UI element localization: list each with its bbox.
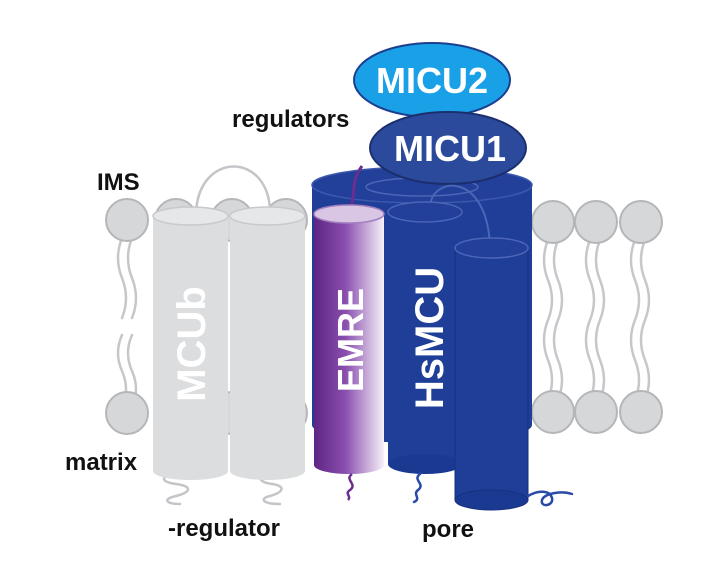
micu1-label: MICU1 [394,128,506,169]
lipid-heads-right [531,200,663,434]
pore-label: pore [422,516,474,543]
regulators-label: regulators [232,106,349,133]
hsmcu-label: HsMCU [408,267,452,409]
neg-regulator-label: -regulator [168,515,280,542]
matrix-label: matrix [65,449,138,476]
hsmcu-tails [412,472,574,507]
hsmcu-helix-front [387,201,463,474]
emre-helix [313,204,385,474]
mcub-helix-2 [229,206,306,480]
hsmcu-loop [429,184,491,249]
micu1-ellipse [369,111,527,185]
micu2-label: MICU2 [376,60,488,101]
emre-label: EMRE [330,288,371,392]
lipid-bilayer-left [116,236,138,409]
lipid-head [105,391,149,435]
lipid-head [619,390,663,434]
mcub-helix-1 [152,206,229,480]
lipid-head [531,390,575,434]
mcub-label: MCUb [170,286,214,402]
mcub-loops [194,165,272,217]
lipid-head [574,200,618,244]
emre-tail [346,473,354,501]
lipid-head [105,198,149,242]
lipid-head [619,200,663,244]
ims-label: IMS [97,169,140,196]
lipid-bilayer-right [542,238,651,402]
hsmcu-helix-right [454,237,529,511]
lipid-head [574,390,618,434]
lipid-head [531,200,575,244]
